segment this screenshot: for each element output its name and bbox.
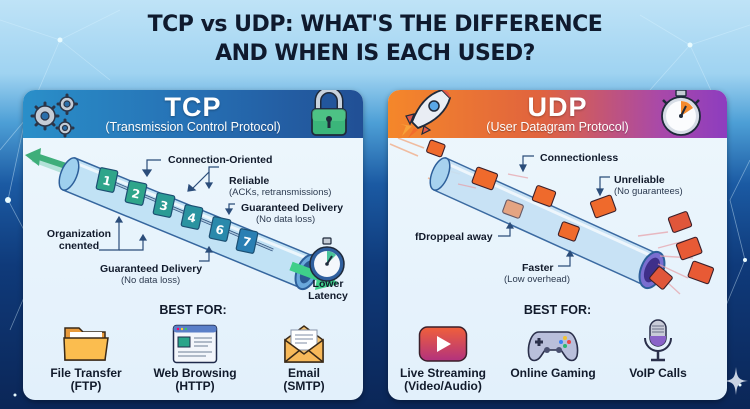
- use-case-voip-calls: VoIP Calls: [603, 319, 713, 380]
- label-guaranteed-delivery-bottom-sub: (No data loss): [121, 275, 181, 286]
- tcp-pipe-diagram: 1 2 3 4 6 7: [25, 148, 345, 291]
- label-unreliable-sub: (No guarantees): [614, 186, 683, 197]
- use-case-file-transfer: File Transfer(FTP): [31, 320, 141, 393]
- udp-title: UDP: [527, 91, 588, 122]
- label-reliable-sub: (ACKs, retransmissions): [229, 187, 332, 198]
- label-guaranteed-delivery-top: Guaranteed Delivery: [241, 202, 344, 214]
- microphone-icon: [644, 319, 672, 362]
- svg-text:7: 7: [241, 234, 252, 249]
- folder-icon: [63, 327, 109, 361]
- label-connectionless: Connectionless: [540, 152, 619, 164]
- page-title: TCP vs UDP: WHAT'S THE DIFFERENCE AND WH…: [0, 10, 750, 68]
- tcp-full-name: (Transmission Control Protocol): [105, 119, 281, 134]
- label-dropped-away: fDroppeal away: [415, 231, 493, 243]
- envelope-icon: [284, 325, 324, 363]
- title-line-1: TCP vs UDP: WHAT'S THE DIFFERENCE: [147, 12, 603, 37]
- svg-text:4: 4: [186, 210, 197, 225]
- udp-full-name: (User Datagram Protocol): [486, 119, 629, 134]
- label-guaranteed-delivery-bottom: Guaranteed Delivery: [100, 263, 203, 275]
- tcp-title: TCP: [164, 91, 222, 122]
- tcp-header: TCP (Transmission Control Protocol): [23, 90, 363, 138]
- use-case-web-browsing: Web Browsing(HTTP): [140, 320, 250, 393]
- label-lower-latency-line-1: Lower: [312, 278, 344, 290]
- label-organization-line-1: Organization: [46, 228, 112, 240]
- label-organization-line-2: cnented: [58, 240, 100, 252]
- udp-pipe-diagram: [389, 138, 715, 295]
- svg-text:3: 3: [158, 198, 169, 213]
- label-connection-oriented: Connection-Oriented: [168, 154, 273, 166]
- gears-icon: [30, 93, 78, 138]
- tcp-panel: TCP (Transmission Control Protocol): [23, 90, 363, 400]
- use-case-online-gaming: Online Gaming: [498, 320, 608, 380]
- use-case-sublabel: (FTP): [70, 379, 102, 393]
- label-faster-sub: (Low overhead): [504, 274, 571, 285]
- title-line-2: AND WHEN IS EACH USED?: [215, 41, 535, 66]
- use-case-label: Online Gaming: [510, 366, 596, 380]
- browser-window-icon: [172, 324, 218, 364]
- use-case-sublabel: (Video/Audio): [404, 379, 482, 393]
- udp-panel: UDP (User Datagram Protocol): [388, 90, 727, 400]
- use-case-live-streaming: Live Streaming(Video/Audio): [388, 320, 498, 393]
- svg-text:2: 2: [130, 186, 141, 201]
- use-case-label: VoIP Calls: [629, 366, 687, 380]
- use-case-label: Live Streaming: [399, 366, 487, 380]
- label-unreliable: Unreliable: [614, 174, 665, 186]
- rocket-icon: [400, 90, 452, 138]
- tcp-best-for-heading: BEST FOR:: [159, 303, 227, 317]
- label-faster: Faster: [522, 262, 554, 274]
- sparkle-icon: [724, 367, 748, 395]
- use-case-label: File Transfer: [50, 366, 122, 380]
- gamepad-icon: [527, 331, 579, 362]
- svg-text:6: 6: [214, 222, 225, 237]
- use-case-email: Email(SMTP): [249, 320, 359, 393]
- use-case-sublabel: (SMTP): [283, 379, 325, 393]
- label-guaranteed-delivery-top-sub: (No data loss): [256, 214, 316, 225]
- padlock-icon: [311, 90, 347, 136]
- label-organization: Organization cnented: [39, 228, 119, 252]
- udp-packets: [426, 139, 715, 290]
- play-button-icon: [418, 326, 468, 362]
- tcp-use-cases: File Transfer(FTP) Web Browsing(HTTP): [23, 320, 363, 400]
- tcp-packets: 1 2 3 4 6 7: [95, 167, 259, 254]
- label-reliable: Reliable: [229, 175, 270, 187]
- use-case-sublabel: (HTTP): [175, 379, 215, 393]
- use-case-label: Email: [287, 366, 320, 380]
- udp-best-for-heading: BEST FOR:: [523, 303, 592, 317]
- stopwatch-icon: [309, 237, 345, 282]
- svg-text:1: 1: [101, 173, 112, 188]
- label-lower-latency-line-2: Latency: [308, 290, 348, 302]
- udp-use-cases: Live Streaming(Video/Audio) Online Gamin…: [388, 319, 727, 400]
- label-lower-latency: Lower Latency: [303, 278, 353, 302]
- stopwatch-icon: [661, 90, 701, 136]
- use-case-label: Web Browsing: [153, 366, 237, 380]
